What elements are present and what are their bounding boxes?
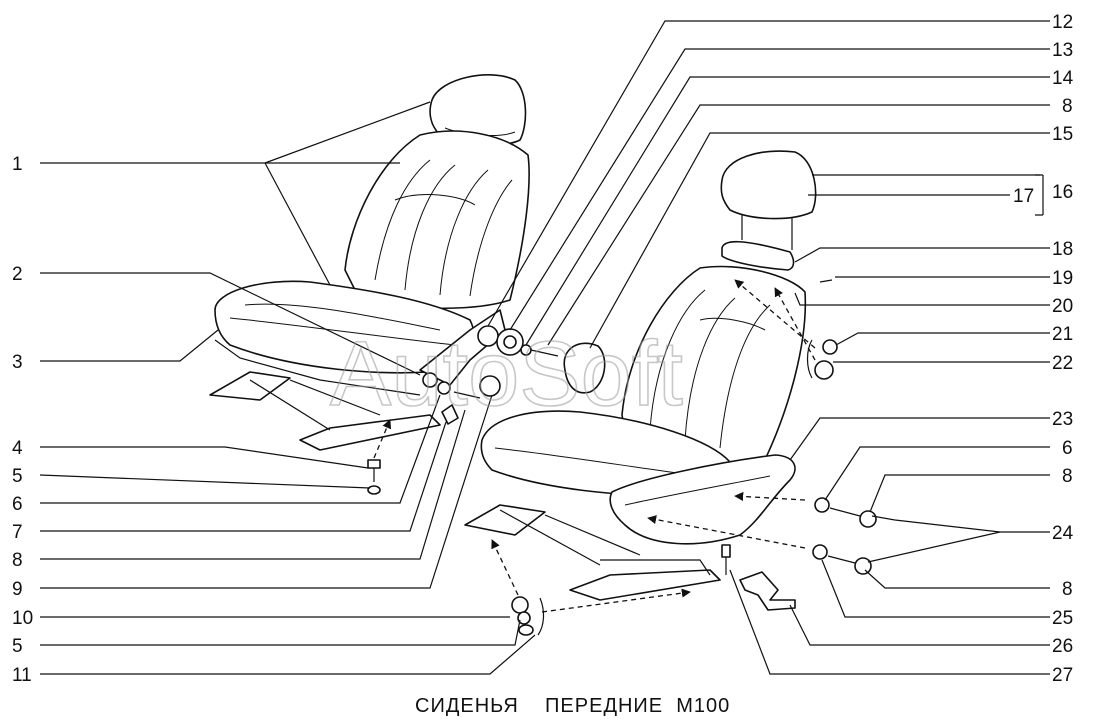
callout-label: 3: [12, 352, 23, 373]
callout-label: 19: [1052, 268, 1073, 289]
callout-label: 6: [1062, 438, 1073, 459]
right-leader-lines: [487, 20, 1050, 675]
callout-label: 2: [12, 264, 23, 285]
callout-label: 17: [1013, 186, 1034, 207]
callout-label: 26: [1052, 636, 1073, 657]
callout-label: 8: [1062, 579, 1073, 600]
callout-label: 21: [1052, 324, 1073, 345]
callout-label: 4: [12, 438, 23, 459]
callout-label: 9: [12, 579, 23, 600]
callout-label: 15: [1052, 124, 1073, 145]
callout-label: 6: [12, 494, 23, 515]
left-seat-drawing: [209, 74, 606, 495]
callout-label: 25: [1052, 608, 1073, 629]
left-leader-lines: [39, 101, 536, 675]
callout-label: 7: [12, 522, 23, 543]
callout-label: 20: [1052, 296, 1073, 317]
callout-label: 10: [12, 608, 33, 629]
callout-label: 16: [1052, 182, 1073, 203]
callout-label: 23: [1052, 409, 1073, 430]
right-seat-drawing: [464, 150, 877, 636]
callout-label: 22: [1052, 353, 1073, 374]
callout-label: 12: [1052, 12, 1073, 33]
callout-label: 11: [12, 665, 32, 686]
callout-label: 1: [12, 154, 23, 175]
callout-label: 8: [1062, 96, 1073, 117]
right-callout-labels: 12 13 14 8 15 16 17 18 19 20 21 22 23 6 …: [1013, 12, 1074, 686]
callout-label: 8: [1062, 466, 1073, 487]
diagram-title: СИДЕНЬЯ ПЕРЕДНИЕ М100: [415, 695, 730, 717]
callout-label: 14: [1052, 68, 1074, 89]
watermark: AutoSoft: [330, 323, 683, 425]
callout-label: 8: [12, 550, 23, 571]
callout-label: 18: [1052, 239, 1073, 260]
left-callout-labels: 1 2 3 4 5 6 7 8 9 10 5 11: [12, 154, 33, 686]
callout-label: 24: [1052, 523, 1074, 544]
callout-label: 27: [1052, 665, 1073, 686]
callout-label: 13: [1052, 40, 1073, 61]
callout-label: 5: [12, 636, 23, 657]
callout-label: 5: [12, 466, 23, 487]
